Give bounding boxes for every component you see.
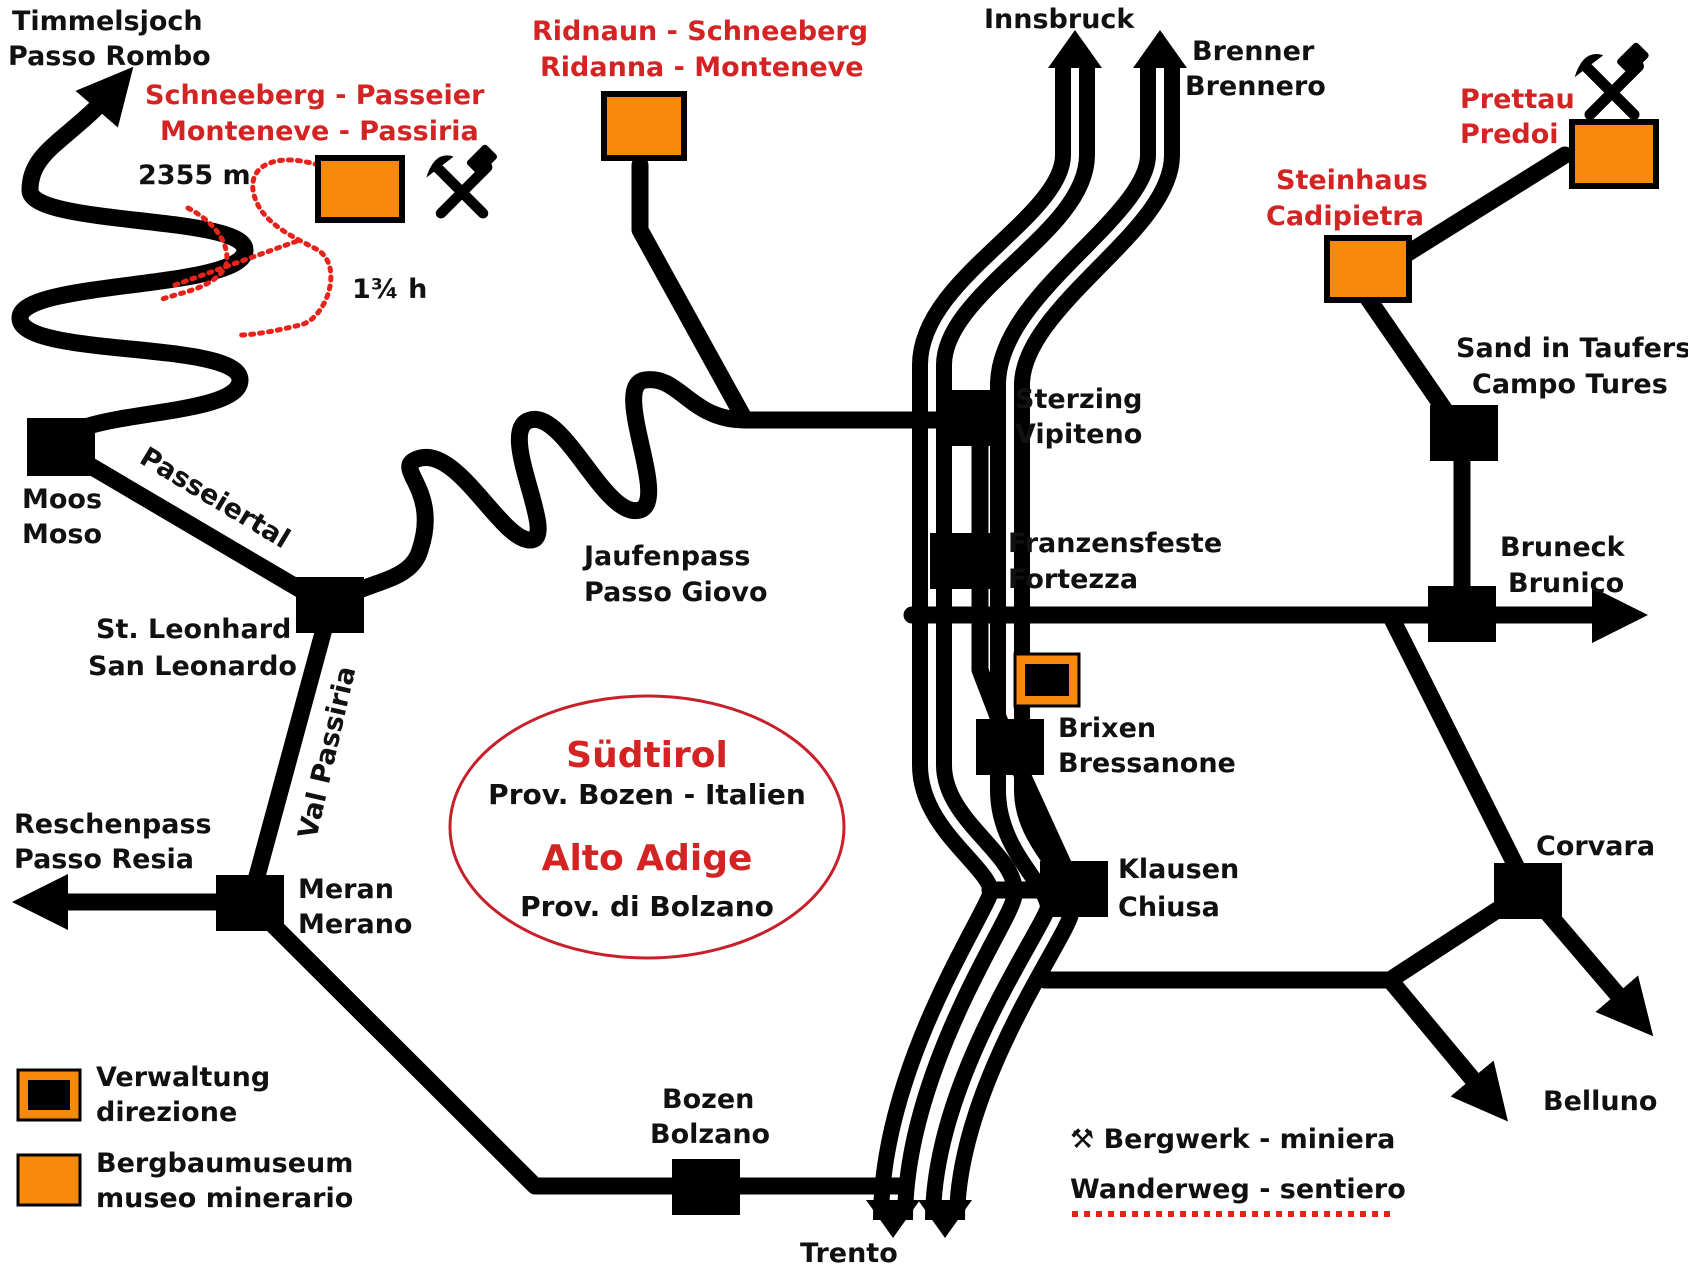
town-markers	[27, 390, 1562, 1215]
town-moos	[27, 418, 95, 476]
museum-labels: Schneeberg - Passeier Monteneve - Passir…	[145, 16, 1575, 232]
label-reschenpass: Reschenpass	[14, 809, 212, 840]
label-bozen: Bozen	[662, 1084, 754, 1115]
label-fortezza: Fortezza	[1008, 564, 1138, 595]
legend-museum-label-1: Bergbaumuseum	[96, 1148, 353, 1179]
label-passo-resia: Passo Resia	[14, 844, 194, 875]
label-trento: Trento	[800, 1238, 898, 1266]
museum-prettau	[1569, 119, 1659, 189]
town-sterzing	[936, 390, 1004, 446]
label-meran: Meran	[298, 874, 394, 905]
town-bruneck	[1428, 586, 1496, 642]
town-brixen	[976, 719, 1044, 775]
label-altitude: 2355 m	[138, 160, 251, 191]
label-passo-giovo: Passo Giovo	[584, 577, 768, 608]
label-bruneck: Bruneck	[1500, 532, 1626, 563]
label-brennero: Brennero	[1185, 71, 1326, 102]
label-sterzing: Sterzing	[1015, 384, 1143, 415]
label-moos: Moos	[22, 484, 102, 515]
label-prettau: Prettau	[1460, 84, 1575, 115]
label-passo-rombo: Passo Rombo	[8, 41, 211, 72]
label-franzensfeste: Franzensfeste	[1008, 528, 1222, 559]
center-title-de: Südtirol	[566, 735, 728, 776]
center-subtitle-it: Prov. di Bolzano	[520, 890, 774, 923]
town-meran	[216, 875, 284, 931]
label-steinhaus: Steinhaus	[1276, 165, 1428, 196]
label-ridnaun-2: Ridanna - Monteneve	[540, 52, 864, 83]
label-bressanone: Bressanone	[1058, 748, 1236, 779]
label-moso: Moso	[22, 519, 102, 550]
museum-schneeberg-passeier	[315, 155, 405, 223]
label-belluno: Belluno	[1543, 1086, 1657, 1117]
hiking-trail	[157, 157, 334, 338]
region-ellipse	[448, 694, 846, 960]
town-st-leonhard	[296, 577, 364, 633]
legend-museum-swatch	[16, 1153, 82, 1207]
town-corvara	[1494, 863, 1562, 919]
museum-markers	[315, 91, 1659, 708]
label-san-leonardo: San Leonardo	[88, 651, 297, 682]
place-labels: Timmelsjoch Passo Rombo Moos Moso St. Le…	[8, 4, 1688, 1266]
town-bozen	[672, 1159, 740, 1215]
label-schneeberg-passeier-2: Monteneve - Passiria	[160, 116, 479, 147]
town-klausen	[1040, 861, 1108, 917]
label-brenner: Brenner	[1192, 36, 1315, 67]
legend-museum-label-2: museo minerario	[96, 1183, 353, 1214]
legend-admin-label-1: Verwaltung	[96, 1062, 270, 1093]
center-title-it: Alto Adige	[542, 838, 753, 879]
label-timmelsjoch: Timmelsjoch	[12, 6, 203, 37]
center-subtitle-de: Prov. Bozen - Italien	[488, 778, 806, 811]
label-corvara: Corvara	[1536, 831, 1655, 862]
town-franzensfeste	[930, 533, 998, 589]
museum-ridnaun	[601, 91, 687, 161]
label-st-leonhard: St. Leonhard	[96, 614, 291, 645]
label-campo-tures: Campo Tures	[1472, 369, 1668, 400]
label-klausen: Klausen	[1118, 854, 1239, 885]
hammer-and-pick-icon	[1575, 41, 1650, 114]
label-cadipietra: Cadipietra	[1266, 201, 1424, 232]
label-brixen: Brixen	[1058, 713, 1156, 744]
town-sand-in-taufers	[1430, 405, 1498, 461]
label-sand-in-taufers: Sand in Taufers	[1456, 333, 1688, 364]
label-brunico: Brunico	[1508, 568, 1624, 599]
label-ridnaun-1: Ridnaun - Schneeberg	[532, 16, 868, 47]
label-merano: Merano	[298, 909, 413, 940]
label-schneeberg-passeier-1: Schneeberg - Passeier	[145, 80, 485, 111]
legend-mine-label: ⚒ Bergwerk - miniera	[1070, 1124, 1395, 1155]
label-jaufenpass: Jaufenpass	[582, 541, 750, 572]
label-predoi: Predoi	[1460, 119, 1559, 150]
hammer-and-pick-icon	[426, 143, 498, 213]
label-bolzano: Bolzano	[650, 1119, 770, 1150]
legend: Verwaltung direzione Bergbaumuseum museo…	[16, 1062, 1406, 1217]
legend-admin-label-2: direzione	[96, 1097, 237, 1128]
label-chiusa: Chiusa	[1118, 892, 1220, 923]
legend-trail-label: Wanderweg - sentiero	[1070, 1174, 1406, 1205]
label-vipiteno: Vipiteno	[1015, 419, 1142, 450]
label-innsbruck: Innsbruck	[984, 4, 1135, 35]
museum-steinhaus	[1324, 235, 1412, 303]
label-hiking-time: 1¾ h	[352, 274, 427, 305]
brenner-rail	[866, 30, 1187, 1238]
